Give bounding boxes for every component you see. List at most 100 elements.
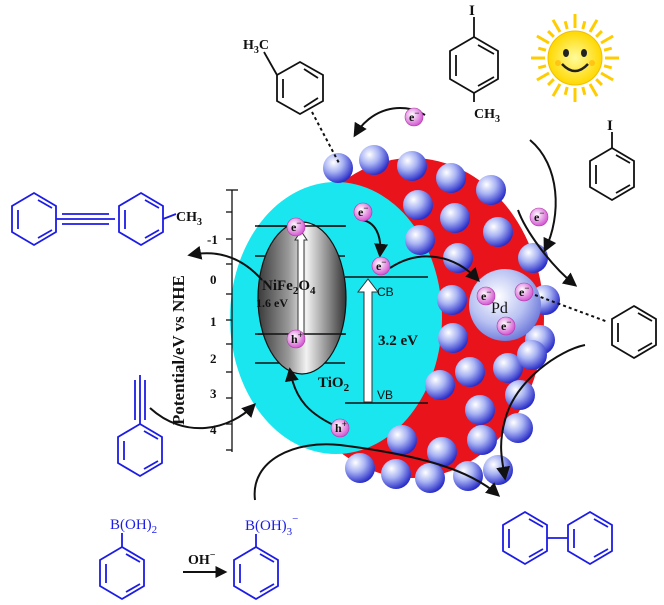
boronate-label: B(OH)3− bbox=[245, 513, 298, 538]
pd-nanoparticle bbox=[483, 217, 513, 247]
arrow-product-out bbox=[496, 344, 586, 481]
electron: e− bbox=[353, 202, 373, 222]
arrow-boronate-in bbox=[253, 443, 501, 501]
sun-ray bbox=[547, 78, 555, 86]
sun-ray bbox=[581, 20, 587, 30]
ch3-label-top: CH3 bbox=[474, 107, 500, 125]
pd-nanoparticle bbox=[503, 413, 533, 443]
svg-text:e−: e− bbox=[501, 317, 511, 333]
electron: e− bbox=[529, 207, 549, 227]
vb-label: VB bbox=[377, 388, 393, 402]
pd-nanoparticle bbox=[381, 459, 411, 489]
sun-ray bbox=[600, 34, 614, 45]
sun-ray bbox=[537, 46, 547, 52]
tick-label: 3 bbox=[210, 386, 217, 401]
sun-ray bbox=[536, 71, 550, 82]
h3c-label: H3C bbox=[243, 38, 269, 56]
nife2o4-gap-label: 1.6 eV bbox=[256, 296, 288, 310]
arrow-electron-to-pd bbox=[389, 255, 480, 283]
pd-nanoparticle bbox=[443, 243, 473, 273]
sun-ray bbox=[595, 78, 603, 86]
charge-carriers: e− e− e− e− e− e− e− e− h+ h+ bbox=[286, 107, 549, 438]
hole: h+ bbox=[286, 329, 306, 349]
sun-ray bbox=[536, 34, 550, 45]
reaction-arrows bbox=[149, 106, 586, 578]
svg-text:h+: h+ bbox=[291, 330, 303, 346]
phenylboronic-acid-molecule bbox=[99, 533, 145, 601]
iodine-label-right: I bbox=[607, 118, 613, 134]
sun-ray bbox=[537, 64, 547, 70]
tick-label: -1 bbox=[207, 232, 218, 247]
tick-label: 1 bbox=[210, 314, 217, 329]
potential-axis bbox=[226, 189, 238, 452]
pd-nanoparticle bbox=[493, 353, 523, 383]
sun-icon bbox=[531, 14, 619, 102]
pd-nanoparticle bbox=[467, 425, 497, 455]
pd-nanoparticle bbox=[440, 203, 470, 233]
iodotoluene-molecule bbox=[449, 17, 499, 102]
svg-text:e−: e− bbox=[519, 283, 529, 299]
tick-label: 4 bbox=[210, 422, 217, 437]
iodine-label-top: I bbox=[469, 3, 475, 19]
pd-nanoparticle bbox=[436, 163, 466, 193]
boronate-molecule bbox=[233, 534, 279, 601]
nife2o4-gap-arrow bbox=[294, 230, 308, 336]
electron: e− bbox=[496, 316, 516, 336]
axis-ticks: -1 0 1 2 3 4 bbox=[207, 232, 218, 437]
sun-ray bbox=[603, 46, 613, 52]
electron: e− bbox=[476, 286, 496, 306]
electron: e− bbox=[404, 107, 424, 127]
toluene-molecule bbox=[263, 51, 324, 116]
sun-ray bbox=[603, 64, 613, 70]
nife2o4-label: NiFe2O4 bbox=[262, 278, 316, 297]
svg-text:e−: e− bbox=[534, 208, 544, 224]
electron: e− bbox=[371, 256, 391, 276]
arrow-right-mid bbox=[517, 209, 578, 287]
sun-ray bbox=[551, 83, 562, 97]
pd-nanoparticle bbox=[387, 425, 417, 455]
dotted-bonds bbox=[311, 111, 609, 323]
ch3-label-left: CH3 bbox=[176, 210, 202, 228]
arrow-right-top bbox=[529, 139, 557, 253]
pd-nanoparticle bbox=[438, 323, 468, 353]
svg-text:e−: e− bbox=[409, 108, 419, 124]
tio2-gap-arrow bbox=[356, 278, 380, 403]
pd-nanoparticle bbox=[397, 151, 427, 181]
svg-text:e−: e− bbox=[481, 287, 491, 303]
sun-ray bbox=[595, 30, 603, 38]
tio2-label: TiO2 bbox=[318, 375, 350, 394]
svg-text:e−: e− bbox=[291, 218, 301, 234]
svg-text:h+: h+ bbox=[335, 419, 347, 435]
pd-nanoparticle bbox=[517, 340, 547, 370]
sun-ray bbox=[551, 19, 562, 33]
pd-nanoparticle bbox=[437, 285, 467, 315]
sun-ray bbox=[600, 71, 614, 82]
pd-nanoparticle bbox=[483, 455, 513, 485]
sun-ray bbox=[563, 20, 569, 30]
boronic-acid-label: B(OH)2 bbox=[110, 517, 157, 536]
pd-nanoparticle bbox=[405, 225, 435, 255]
electron: e− bbox=[514, 282, 534, 302]
tio2-gap-label: 3.2 eV bbox=[378, 333, 418, 349]
pd-nanoparticle bbox=[465, 395, 495, 425]
phenyl-fragment bbox=[611, 304, 657, 360]
pd-nanoparticle bbox=[476, 175, 506, 205]
phenylacetylene-molecule bbox=[117, 375, 163, 478]
sun-ray bbox=[588, 19, 599, 33]
diphenylacetylene-product bbox=[11, 191, 177, 247]
arrow-hole-up bbox=[284, 367, 341, 429]
cb-label: CB bbox=[377, 285, 394, 299]
sun-ray bbox=[563, 86, 569, 96]
sun-ray bbox=[547, 30, 555, 38]
pd-nanoparticle bbox=[425, 370, 455, 400]
sun-ray bbox=[581, 86, 587, 96]
pd-nanoparticle bbox=[359, 145, 389, 175]
arrow-alkyne-in bbox=[149, 402, 256, 430]
svg-text:e−: e− bbox=[376, 257, 386, 273]
pd-label: Pd bbox=[491, 300, 508, 317]
arrow-left-out bbox=[187, 245, 263, 281]
pd-nanoparticle bbox=[518, 243, 548, 273]
biphenyl-product bbox=[502, 510, 613, 566]
pd-nanoparticle bbox=[415, 463, 445, 493]
